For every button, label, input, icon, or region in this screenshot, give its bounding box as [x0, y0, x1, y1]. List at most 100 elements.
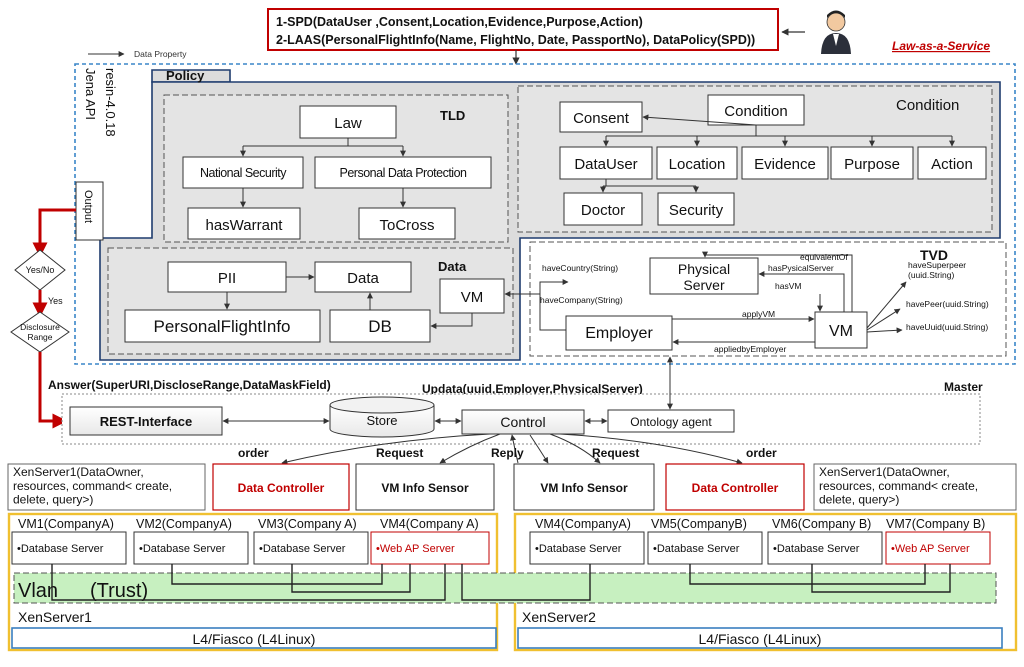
equivalent-of-label: equivalentOf [800, 252, 848, 262]
vm-network-links [51, 564, 951, 601]
resin-version-label: resin-4.0.18 [103, 68, 118, 137]
condition-connectors [600, 114, 955, 193]
data-controller-left-box [212, 463, 350, 511]
purpose-node [830, 146, 914, 180]
control-box [461, 409, 585, 435]
has-warrant-node [187, 207, 301, 240]
updata-label: Updata(uuid,Employer,PhysicalServer) [422, 382, 643, 396]
vm-box-web [885, 531, 991, 565]
consent-node [559, 101, 643, 133]
xenserver2-label: XenServer2 [522, 609, 596, 625]
output-label: Output [82, 190, 94, 223]
vm-service: •Web AP Server [376, 543, 455, 555]
have-superpeer-label: haveSuperpeer(uuid.String) [908, 260, 966, 280]
order-left-label: order [238, 446, 269, 460]
vm-service: •Database Server [259, 543, 346, 555]
request-left-label: Request [376, 446, 423, 460]
pii-label: PII [218, 270, 236, 287]
vm-box [253, 531, 369, 565]
data-controller-right-label: Data Controller [692, 481, 779, 495]
yes-no-label: Yes/No [26, 265, 55, 275]
data-connectors [224, 274, 473, 329]
have-uuid-label: haveUuid(uuid.String) [906, 322, 988, 332]
action-node [917, 146, 987, 180]
vm-service: •Database Server [773, 543, 860, 555]
resin-container [74, 63, 1016, 365]
vm-box [767, 531, 883, 565]
master-label: Master [944, 380, 983, 394]
user-icon [821, 10, 851, 54]
to-cross-node [358, 207, 456, 240]
data-controller-left-label: Data Controller [238, 481, 325, 495]
national-security-label: National Security [200, 166, 287, 180]
national-security-node [182, 156, 304, 189]
vm-info-sensor-right-label: VM Info Sensor [540, 481, 628, 495]
ontology-agent-box [607, 409, 735, 433]
doctor-node [563, 192, 643, 226]
action-label: Action [931, 156, 973, 173]
l4-right-label: L4/Fiasco (L4Linux) [699, 631, 822, 647]
have-country-label: haveCountry(String) [542, 263, 618, 273]
order-right-label: order [746, 446, 777, 460]
law-node-label: Law [334, 115, 362, 132]
evidence-label: Evidence [754, 156, 816, 173]
data-user-label: DataUser [574, 156, 637, 173]
vm-title: VM5(CompanyB) [651, 517, 747, 531]
jena-api-label: Jena API [83, 68, 98, 120]
xenserver1-label: XenServer1 [18, 609, 92, 625]
xenserver1-info-box [7, 463, 206, 511]
db-node [329, 309, 431, 343]
ontology-agent-label: Ontology agent [630, 415, 712, 429]
tvd-vm-label: VM [829, 323, 853, 340]
employer-node [565, 315, 673, 351]
vm-box [529, 531, 645, 565]
xenserver1-info-label: XenServer1(DataOwner,resources, command<… [13, 465, 172, 507]
personal-data-protection-label: Personal Data Protection [340, 166, 468, 180]
yes-label: Yes [48, 296, 63, 306]
vm-title: VM7(Company B) [886, 517, 985, 531]
has-warrant-label: hasWarrant [206, 217, 284, 234]
pii-node [167, 261, 287, 293]
vm-box [133, 531, 249, 565]
to-cross-label: ToCross [379, 217, 434, 234]
location-node [656, 146, 738, 180]
purpose-label: Purpose [844, 156, 900, 173]
db-label: DB [368, 317, 392, 336]
data-controller-right-box [665, 463, 805, 511]
personal-data-protection-node [314, 156, 492, 189]
rest-interface-label: REST-Interface [100, 414, 192, 429]
vm-service: •Database Server [139, 543, 226, 555]
vm-box [647, 531, 763, 565]
vm-title: VM4(Company A) [380, 517, 479, 531]
laas-line: 2-LAAS(PersonalFlightInfo(Name, FlightNo… [276, 33, 755, 47]
physical-server-node [649, 257, 759, 295]
data-panel-label: Data [438, 259, 467, 274]
vm-title: VM3(Company A) [258, 517, 357, 531]
vm-info-sensor-left-label: VM Info Sensor [381, 481, 469, 495]
applied-by-employer-label: appliedbyEmployer [714, 344, 786, 354]
evidence-node [741, 146, 829, 180]
data-vm-label: VM [461, 289, 484, 306]
consent-label: Consent [573, 110, 630, 127]
output-box [75, 181, 104, 241]
answer-label: Answer(SuperURI,DiscloseRange,DataMaskFi… [48, 378, 331, 392]
data-node [314, 261, 412, 293]
store-cylinder [329, 396, 435, 438]
has-pysical-server-label: hasPysicalServer [768, 263, 834, 273]
vm-title: VM1(CompanyA) [18, 517, 114, 531]
vm-service: •Database Server [535, 543, 622, 555]
spd-line: 1-SPD(DataUser ,Consent,Location,Evidenc… [276, 15, 643, 29]
vm-title: VM6(Company B) [772, 517, 871, 531]
data-property-legend: Data Property [134, 49, 187, 59]
data-node-label: Data [347, 270, 379, 287]
tvd-connectors [504, 251, 907, 345]
right-vm-group: VM4(CompanyA) •Database Server VM5(Compa… [529, 517, 991, 565]
vm-title: VM4(CompanyA) [535, 517, 631, 531]
vm-info-sensor-right-box [513, 463, 655, 511]
condition-root-label: Condition [724, 103, 787, 120]
vm-title: VM2(CompanyA) [136, 517, 232, 531]
have-company-label: haveCompany(String) [540, 295, 623, 305]
